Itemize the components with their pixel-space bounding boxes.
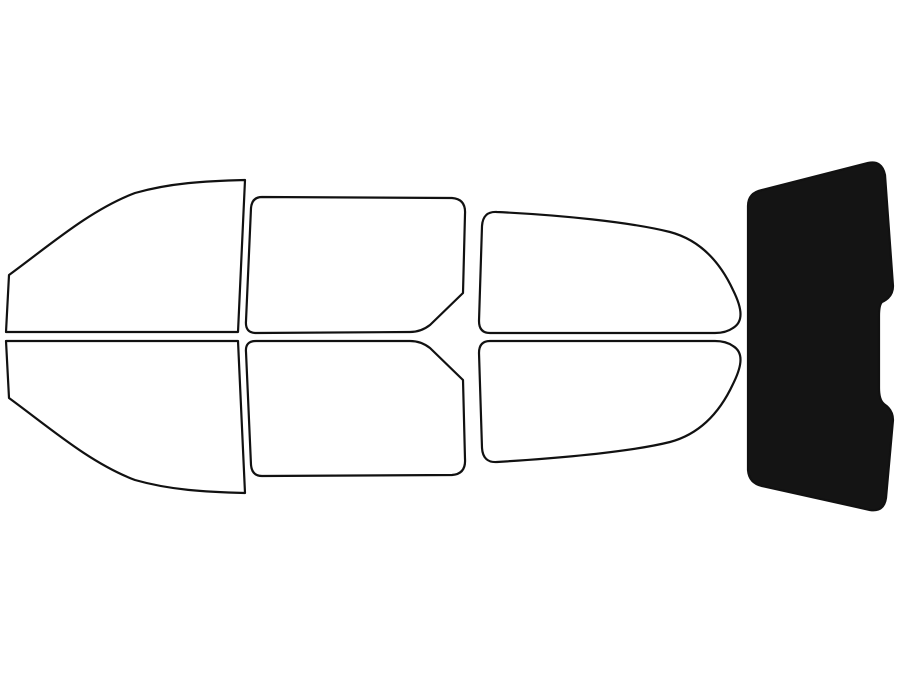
rear-right-door-window <box>244 339 467 478</box>
rear-left-door-window <box>244 195 467 335</box>
rear-windshield <box>746 161 895 512</box>
front-left-window <box>4 178 247 334</box>
rear-left-quarter-window <box>477 210 742 335</box>
rear-right-quarter-window <box>477 339 742 464</box>
front-right-window <box>4 339 247 495</box>
